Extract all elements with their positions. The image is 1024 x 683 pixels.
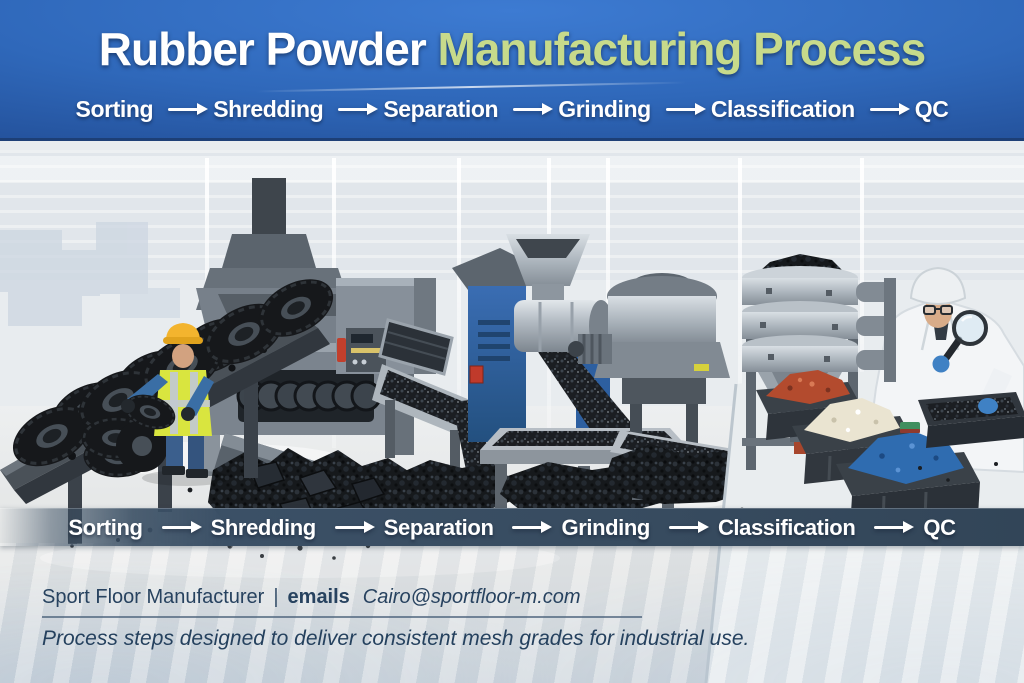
title-prefix: Rubber Powder xyxy=(98,23,427,75)
arrow-icon xyxy=(668,521,709,533)
background-warehouse xyxy=(0,222,180,326)
step-sorting: Sorting xyxy=(75,96,154,122)
separator: | xyxy=(273,586,279,608)
arrow-icon xyxy=(869,103,910,115)
title-streak xyxy=(256,81,687,93)
hairnet-cap xyxy=(909,266,967,305)
step-shredding: Shredding xyxy=(213,96,324,122)
footer-tagline: Process steps designed to deliver consis… xyxy=(42,627,750,650)
red-control-box xyxy=(469,365,484,384)
arrow-icon xyxy=(334,521,375,533)
sleeve xyxy=(982,368,1012,402)
shredder-rotor xyxy=(236,380,382,412)
arm xyxy=(184,376,214,416)
boot xyxy=(162,466,185,475)
step-grinding: Grinding xyxy=(561,514,650,540)
process-steps-bottom: Sorting Shredding Separation Grinding Cl… xyxy=(0,509,1024,546)
title-highlight: Manufacturing Process xyxy=(437,23,927,75)
process-steps-top: Sorting Shredding Separation Grinding Cl… xyxy=(0,96,1024,123)
sieve-decks xyxy=(742,266,858,372)
step-separation: Separation xyxy=(383,96,499,122)
wall-light-band xyxy=(0,156,1024,182)
sorting-station xyxy=(0,266,345,544)
marble-floor-texture xyxy=(0,543,1024,683)
step-separation: Separation xyxy=(383,514,494,540)
page-title: Rubber Powder Manufacturing Process xyxy=(0,22,1024,76)
step-qc: QC xyxy=(923,514,956,540)
step-shredding: Shredding xyxy=(210,514,317,540)
boot xyxy=(186,469,208,478)
footer-contact-line: Sport Floor Manufacturer | emails Cairo@… xyxy=(42,586,982,609)
vibrating-screen-upper xyxy=(378,318,454,376)
company-name: Sport Floor Manufacturer xyxy=(42,586,265,608)
footer-divider xyxy=(42,616,642,618)
granule-stream xyxy=(538,352,644,438)
arrow-icon xyxy=(874,521,915,533)
worker-face xyxy=(172,344,194,368)
granule-pile xyxy=(390,460,514,514)
glasses-icon xyxy=(923,305,953,315)
tray-black-qc xyxy=(918,392,1024,448)
red-switch-box xyxy=(337,338,346,362)
yellow-label xyxy=(694,364,709,371)
arrow-icon xyxy=(513,103,554,115)
sample-trays xyxy=(756,370,1024,530)
step-grinding: Grinding xyxy=(558,96,651,122)
glove xyxy=(181,407,195,421)
arrow-icon xyxy=(665,103,706,115)
glove-left xyxy=(978,398,998,414)
header-banner: Rubber Powder Manufacturing Process Sort… xyxy=(0,0,1024,141)
hard-hat xyxy=(166,323,200,338)
footer: Sport Floor Manufacturer | emails Cairo@… xyxy=(42,586,982,651)
arrow-icon xyxy=(168,103,209,115)
arrow-icon xyxy=(512,521,553,533)
process-steps-band: Sorting Shredding Separation Grinding Cl… xyxy=(0,508,1024,546)
clamp-arms xyxy=(856,278,896,382)
step-classification: Classification xyxy=(710,96,855,122)
magnifier-handle xyxy=(940,336,963,365)
email-label: emails xyxy=(287,586,350,608)
step-sorting: Sorting xyxy=(68,514,143,540)
separation-machine xyxy=(336,278,514,514)
email-address: Cairo@sportfloor-m.com xyxy=(362,586,581,608)
step-classification: Classification xyxy=(717,514,856,540)
step-qc: QC xyxy=(914,96,949,122)
worker xyxy=(119,323,230,486)
glove xyxy=(121,399,135,413)
granule-pile xyxy=(604,444,752,504)
arrow-icon xyxy=(161,521,202,533)
glove-right xyxy=(932,355,950,373)
arrow-icon xyxy=(338,103,379,115)
